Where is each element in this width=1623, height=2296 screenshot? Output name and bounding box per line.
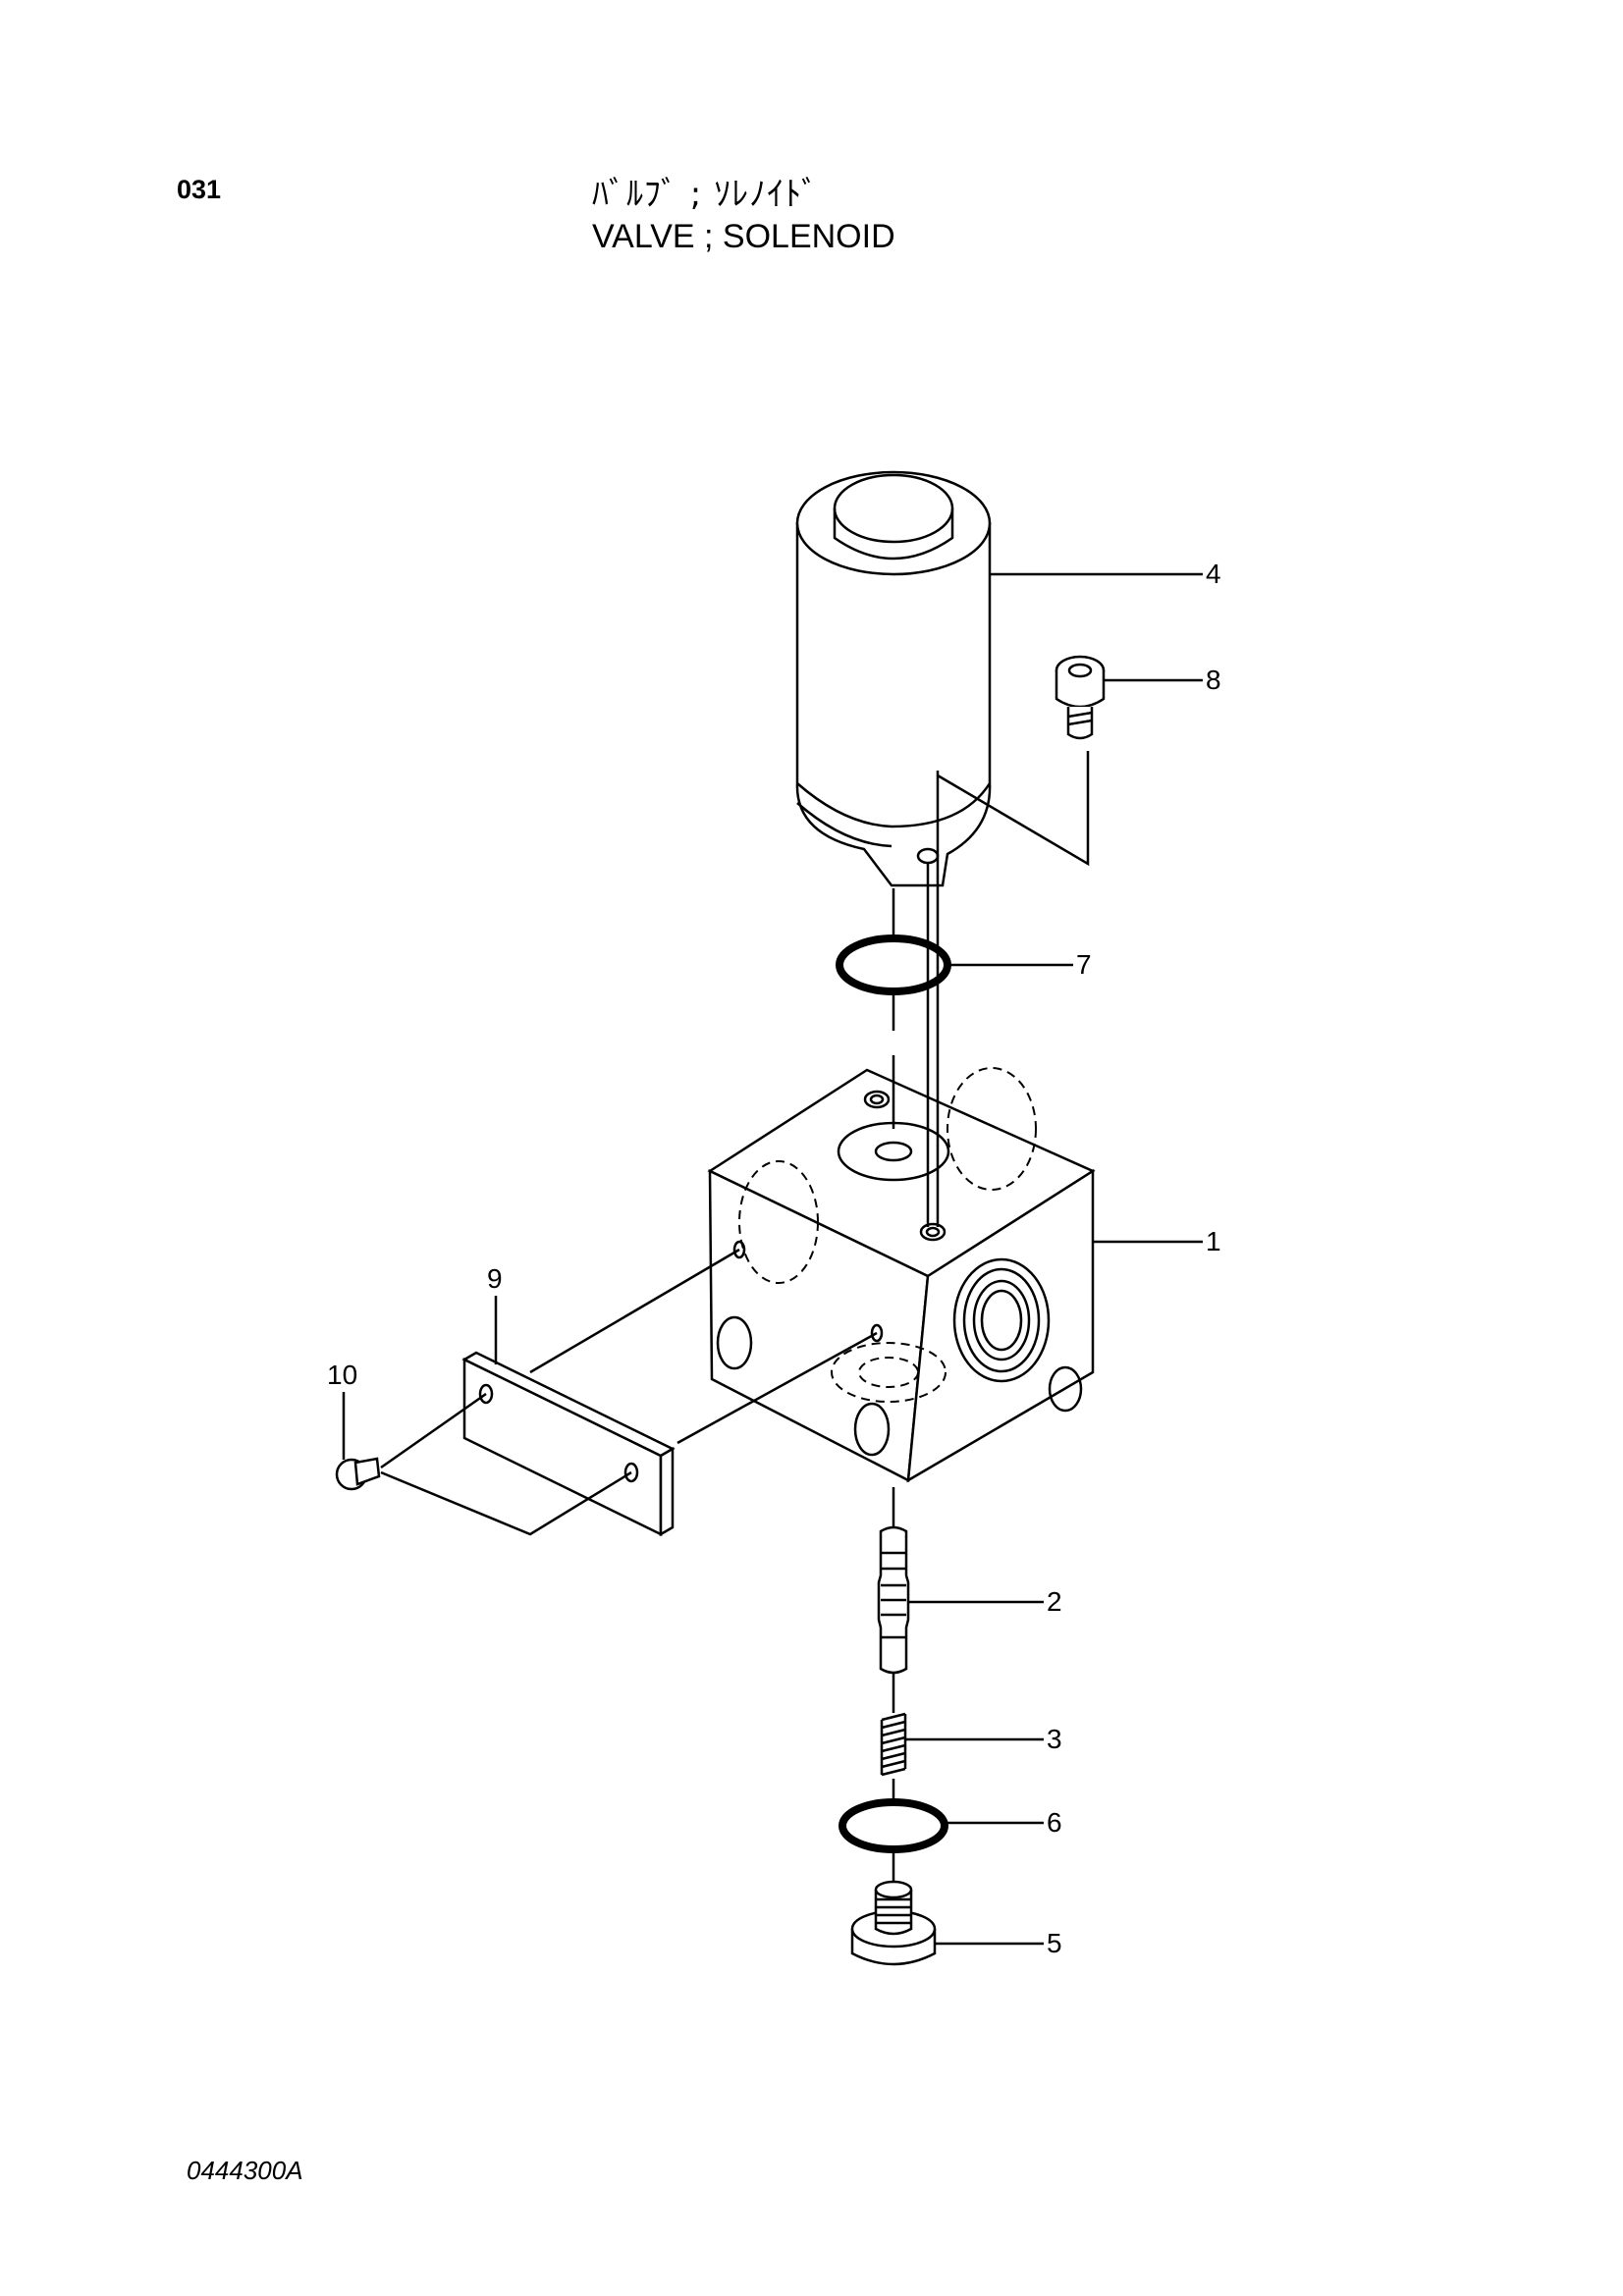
callout-8: 8 — [1206, 665, 1221, 695]
part-4-solenoid-coil — [795, 470, 992, 887]
part-2-spool — [877, 1525, 910, 1675]
part-7-o-ring — [836, 934, 951, 995]
callout-3: 3 — [1047, 1724, 1062, 1754]
callout-9: 9 — [487, 1263, 503, 1294]
callout-7: 7 — [1076, 949, 1092, 980]
callout-2: 2 — [1047, 1586, 1062, 1617]
part-3-spring — [880, 1712, 907, 1777]
part-1-valve-body — [707, 1067, 1096, 1483]
callouts: 4 8 7 1 2 3 6 5 9 10 — [327, 559, 1221, 1958]
part-9-plate — [461, 1351, 676, 1537]
callout-10: 10 — [327, 1360, 357, 1390]
drawing-code: 0444300A — [187, 2156, 303, 2185]
page-number: 031 — [177, 175, 222, 204]
callout-5: 5 — [1047, 1928, 1062, 1958]
part-5-plug — [850, 1880, 937, 1966]
callout-6: 6 — [1047, 1807, 1062, 1838]
part-6-o-ring — [839, 1798, 948, 1853]
callout-1: 1 — [1206, 1226, 1221, 1256]
part-10-plug — [335, 1457, 381, 1491]
part-8-socket-bolt — [1055, 655, 1106, 740]
title-english: VALVE ; SOLENOID — [592, 218, 895, 255]
callout-4: 4 — [1206, 559, 1221, 589]
assembly-lines — [380, 751, 1090, 1883]
title-japanese: ﾊﾞﾙﾌﾞ ; ｿﾚﾉｲﾄﾞ — [592, 175, 820, 214]
